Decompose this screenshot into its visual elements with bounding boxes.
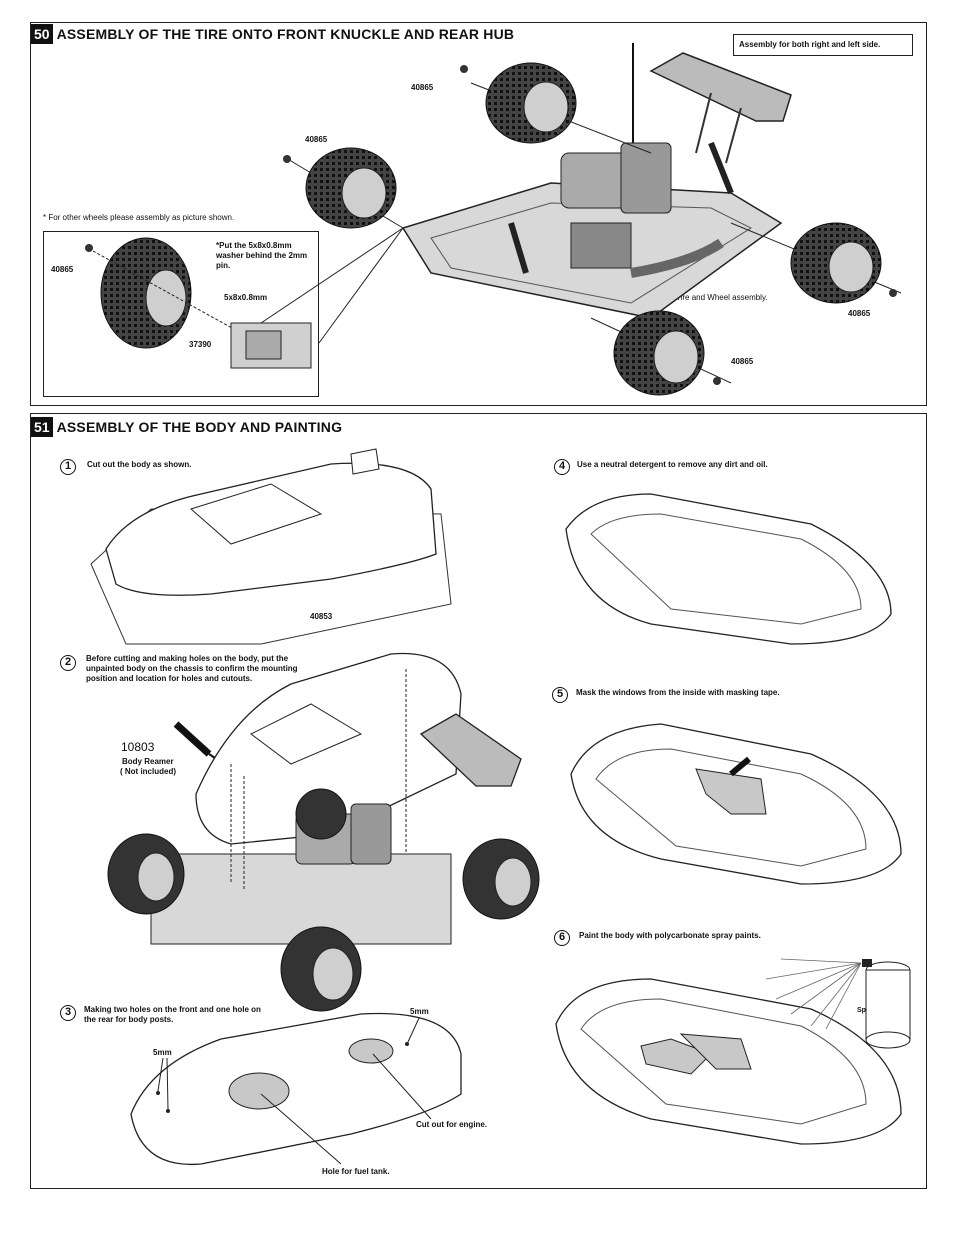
reamer-label: Body Reamer: [122, 757, 174, 766]
step-4-marker: 4: [554, 459, 570, 475]
hole-fuel-label: Hole for fuel tank.: [322, 1167, 390, 1176]
step-1-text: Cut out the body as shown.: [87, 460, 192, 469]
note-box: Assembly for both right and left side.: [733, 34, 913, 56]
section-51-header: 51 ASSEMBLY OF THE BODY AND PAINTING: [31, 417, 342, 437]
step-2-marker: 2: [60, 655, 76, 671]
reamer-note: ( Not included): [120, 767, 176, 776]
tire-wheel-label: Tire and Wheel assembly.: [676, 293, 768, 302]
section-51-title: ASSEMBLY OF THE BODY AND PAINTING: [56, 419, 343, 435]
label-nut-bottom: 40865: [731, 357, 754, 366]
cut-engine-label: Cut out for engine.: [416, 1120, 488, 1129]
label-nut-top: 40865: [411, 83, 434, 92]
section-50-title: ASSEMBLY OF THE TIRE ONTO FRONT KNUCKLE …: [56, 26, 515, 42]
wheel-top: [485, 62, 577, 144]
wheel-bottom: [613, 310, 705, 396]
step-5-marker: 5: [552, 687, 568, 703]
section-50-number: 50: [31, 24, 53, 44]
hole-5mm-front: 5mm: [153, 1048, 172, 1057]
step-3-text: Making two holes on the front and one ho…: [84, 1005, 261, 1024]
label-nut-right: 40865: [848, 309, 871, 318]
wheel-left: [305, 147, 397, 229]
step-5-text: Mask the windows from the inside with ma…: [576, 688, 780, 697]
truck-assembly-drawing: [85, 43, 902, 396]
note-box-text: Assembly for both right and left side.: [739, 40, 881, 49]
section-50-header: 50 ASSEMBLY OF THE TIRE ONTO FRONT KNUCK…: [31, 24, 514, 44]
step-4-text: Use a neutral detergent to remove any di…: [577, 460, 768, 469]
step-6-text: Paint the body with polycarbonate spray …: [579, 931, 761, 940]
footnote: * For other wheels please assembly as pi…: [43, 213, 235, 222]
inset-pin-label: 37390: [189, 340, 212, 349]
step-6-marker: 6: [554, 930, 570, 946]
section-50-panel: 50 ASSEMBLY OF THE TIRE ONTO FRONT KNUCK…: [30, 22, 927, 406]
inset-wheel: [85, 237, 312, 369]
inset-washer-label: 5x8x0.8mm: [224, 293, 268, 302]
step-3-marker: 3: [60, 1005, 76, 1021]
section-51-number: 51: [31, 417, 53, 437]
body-painting-drawings: [90, 448, 911, 1166]
inset-box: [43, 231, 319, 397]
inset-washer-note: *Put the 5x8x0.8mm washer behind the 2mm…: [216, 241, 308, 270]
label-nut-inset: 40865: [51, 265, 74, 274]
label-nut-left: 40865: [305, 135, 328, 144]
reamer-part-label: 10803: [121, 740, 155, 754]
section-51-panel: 51 ASSEMBLY OF THE BODY AND PAINTING 1 C…: [30, 413, 927, 1189]
step-1-marker: 1: [60, 459, 76, 475]
hole-5mm-rear: 5mm: [410, 1007, 429, 1016]
step-2-text: Before cutting and making holes on the b…: [86, 654, 298, 683]
wheel-right: [790, 222, 882, 304]
body-part-label: 40853: [310, 612, 333, 621]
